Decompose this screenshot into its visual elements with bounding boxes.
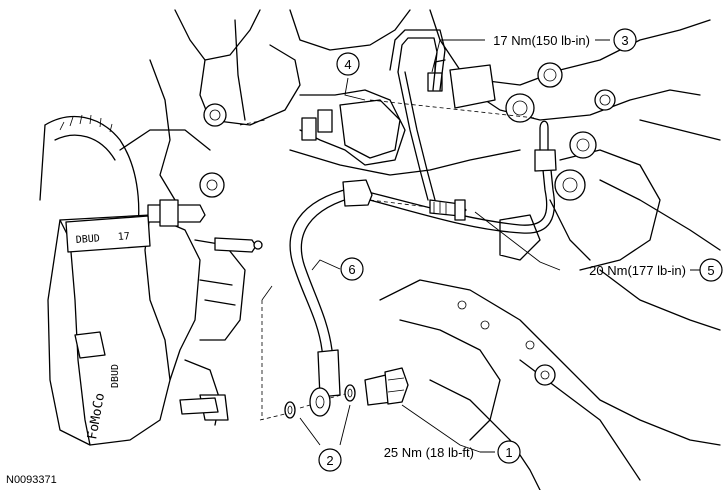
callout-4-number: 4 — [344, 57, 351, 72]
callout-5-number: 5 — [707, 263, 714, 278]
callout-1-torque: 25 Nm (18 lb-ft) — [384, 445, 474, 460]
callout-2-number: 2 — [326, 453, 333, 468]
figure-id: N0093371 — [6, 474, 57, 486]
callout-3: 3 17 Nm(150 lb-in) — [493, 28, 637, 52]
callout-6-number: 6 — [348, 262, 355, 277]
callout-leaders — [299, 39, 700, 453]
callout-4: 4 — [336, 52, 360, 76]
callout-5: 5 20 Nm(177 lb-in) — [589, 258, 723, 282]
callout-1-number: 1 — [505, 445, 512, 460]
callout-5-torque: 20 Nm(177 lb-in) — [589, 263, 686, 278]
brake-hose — [289, 29, 557, 398]
callout-6: 6 — [340, 257, 364, 281]
callout-2: 2 — [318, 448, 342, 472]
banjo-bolt-assembly — [259, 285, 409, 421]
caliper-stamp-side: DBUD — [110, 364, 121, 388]
caliper-stamp-top: DBUD — [75, 233, 100, 246]
callout-3-number: 3 — [621, 33, 628, 48]
dash-line-upper — [239, 119, 266, 126]
callout-3-torque: 17 Nm(150 lb-in) — [493, 33, 590, 48]
chassis-linework — [119, 9, 721, 490]
callout-1: 1 25 Nm (18 lb-ft) — [384, 440, 521, 464]
caliper-stamp-top-number: 17 — [117, 231, 130, 243]
brake-caliper: DBUD 17 DBUD FoMoCo — [47, 199, 263, 446]
hose-bracket-bolt — [369, 199, 467, 221]
